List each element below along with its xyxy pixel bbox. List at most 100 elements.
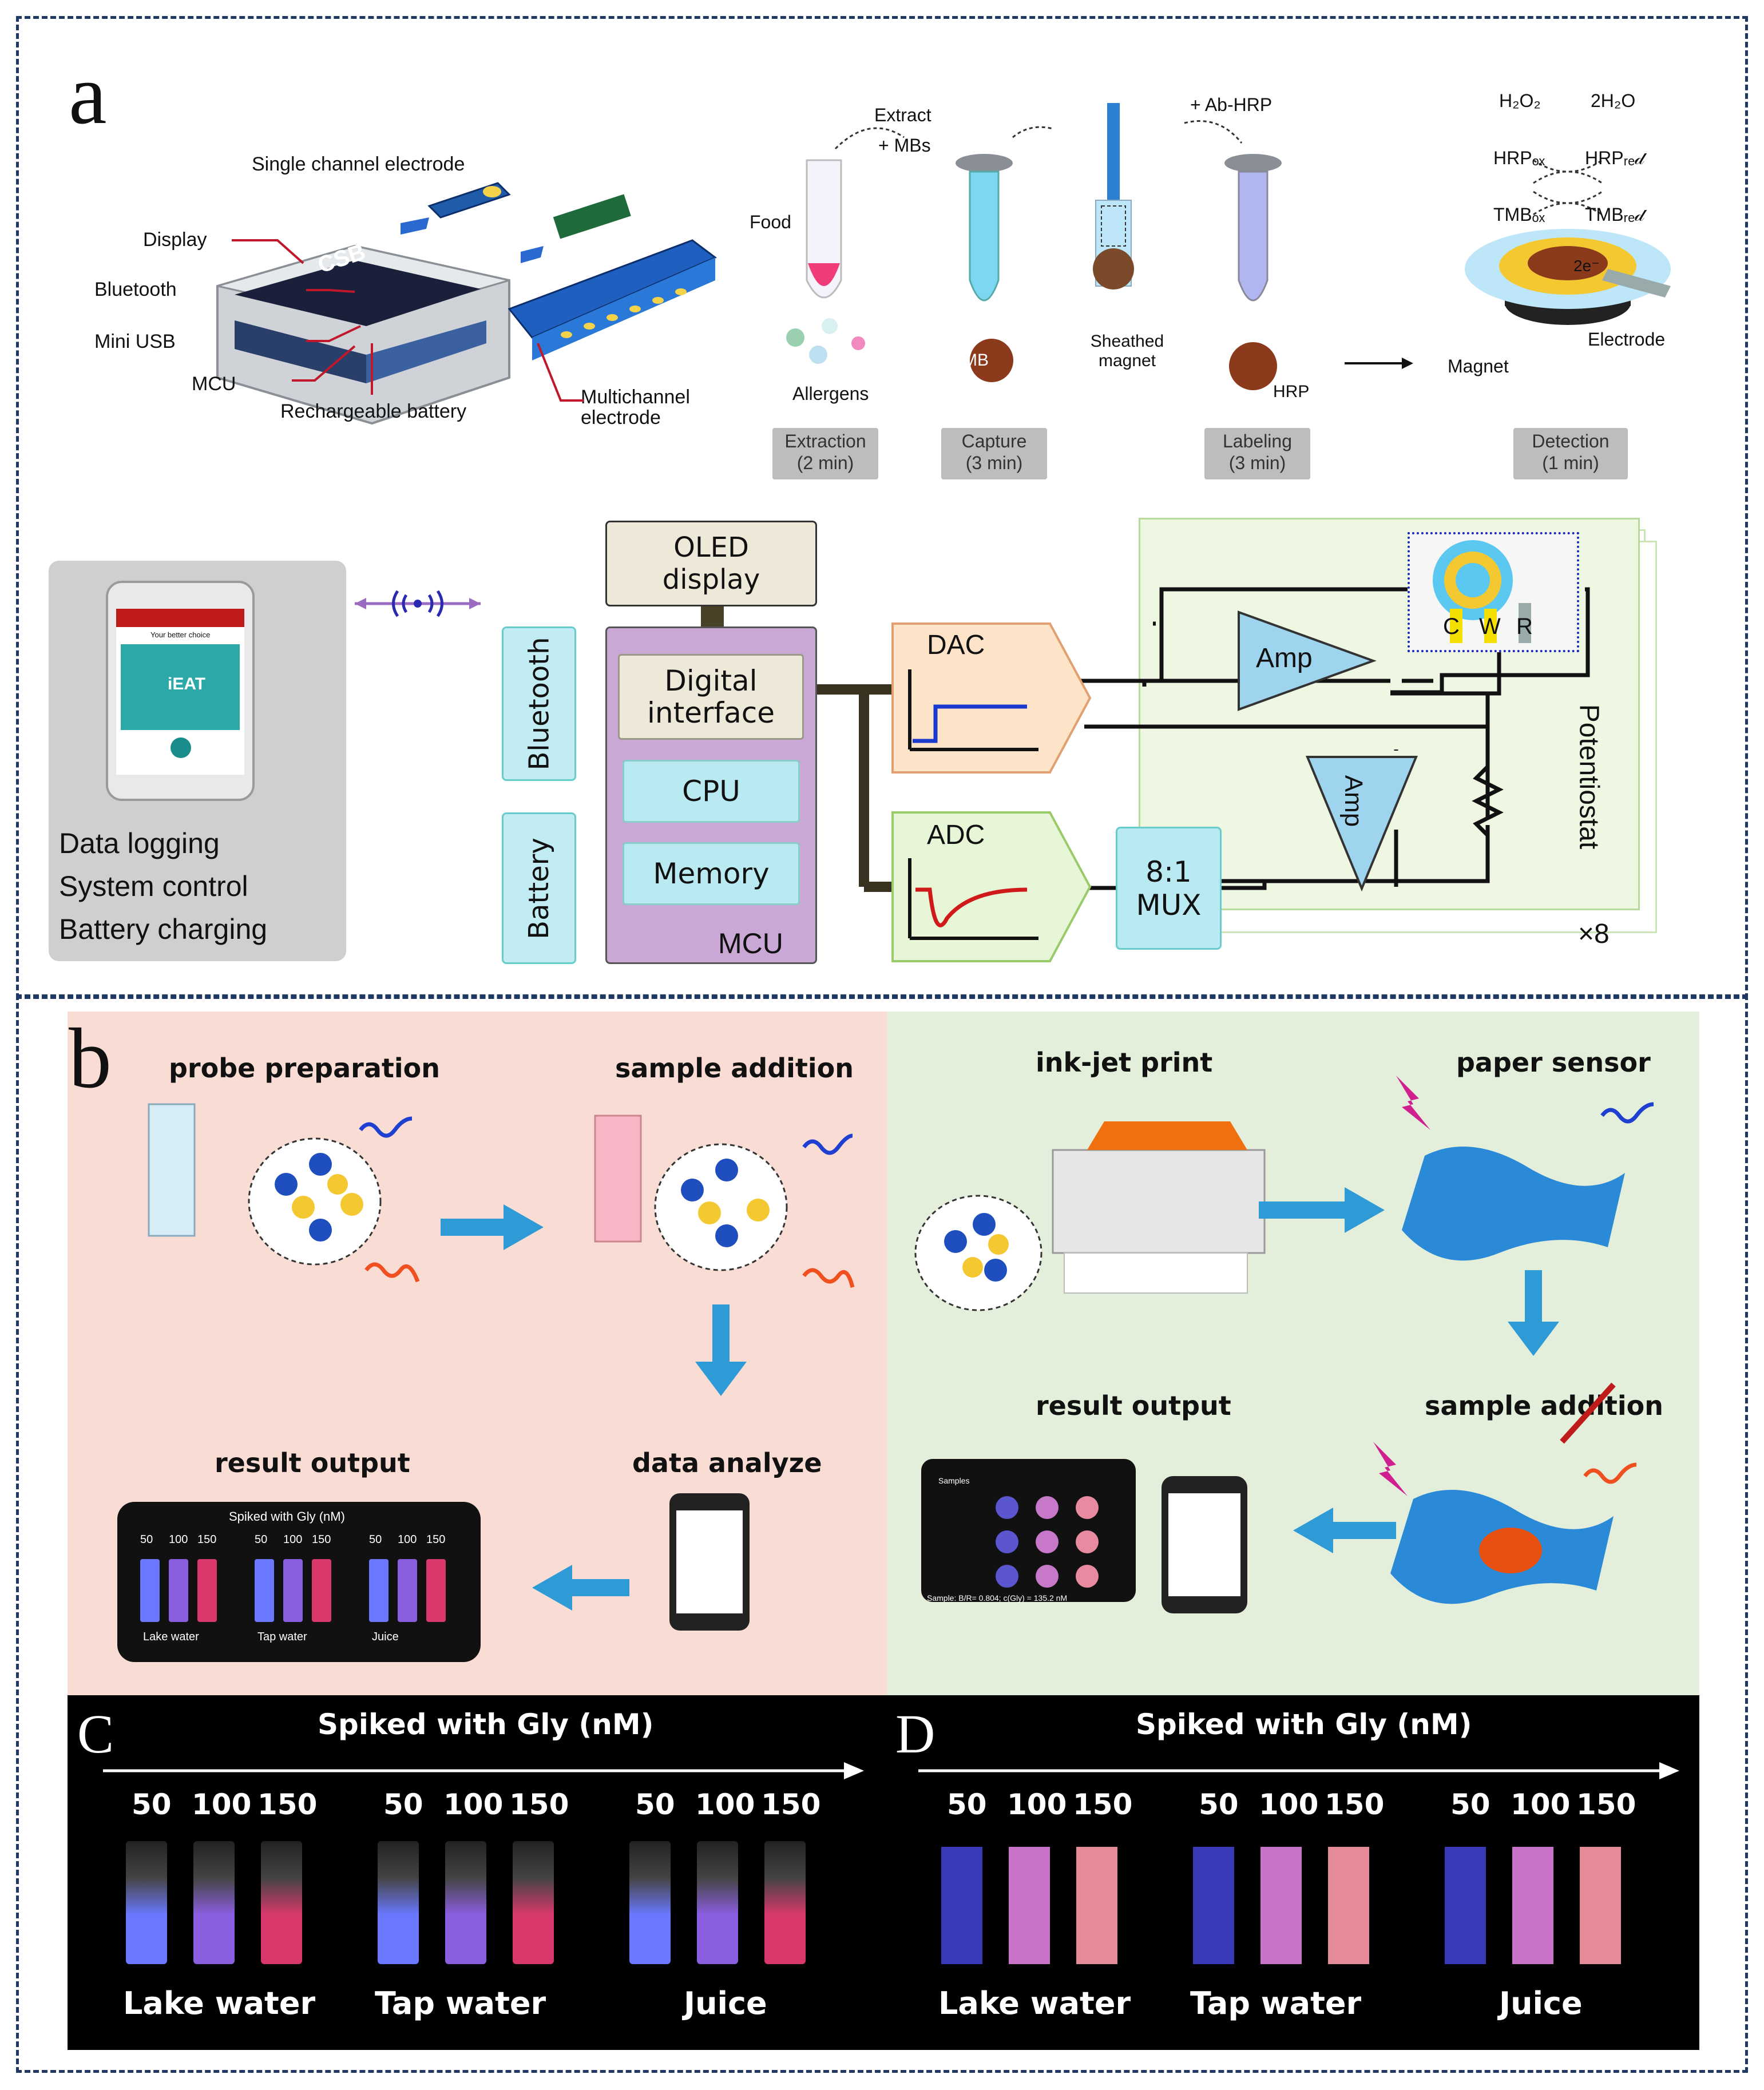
- electrode-r: R: [1516, 614, 1533, 639]
- sample-label: Lake water: [123, 1985, 316, 2021]
- concentration-label: 50: [1450, 1788, 1491, 1821]
- label-hrp-red: HRPᵣₑ𝒹: [1585, 148, 1644, 168]
- device-illustration: [212, 172, 727, 429]
- cpu-box: CPU: [623, 760, 800, 823]
- label-sheathed-magnet: Sheathed magnet: [1090, 332, 1164, 370]
- inkjet-print-title: ink-jet print: [1036, 1047, 1213, 1078]
- concentration-label: 100: [192, 1788, 252, 1821]
- concentration-label: 100: [443, 1788, 504, 1821]
- step-detection: Detection (1 min): [1513, 428, 1628, 479]
- sample-label: Tap water: [375, 1985, 546, 2021]
- concentration-label: 50: [635, 1788, 675, 1821]
- cuvette-vial: [193, 1841, 235, 1964]
- panel-d-letter: D: [895, 1703, 935, 1764]
- memory-box: Memory: [623, 842, 800, 905]
- device-callout-lines: [232, 239, 584, 402]
- smartphone: Your better choice iEAT: [106, 581, 255, 801]
- panel-c-title: Spiked with Gly (nM): [318, 1708, 654, 1741]
- phone-line-3: Battery charging: [59, 913, 268, 945]
- step-capture: Capture (3 min): [941, 428, 1047, 479]
- paper-strip: [1445, 1847, 1486, 1964]
- cuvette-vial: [764, 1841, 806, 1964]
- concentration-label: 150: [1325, 1788, 1385, 1821]
- app-header: Your better choice: [150, 630, 211, 639]
- dac-block: [891, 622, 1092, 774]
- label-ab-hrp: + Ab-HRP: [1190, 94, 1273, 115]
- mux-box: 8:1 MUX: [1116, 827, 1222, 950]
- mini-concentration-label: 150: [197, 1533, 217, 1546]
- label-tmb-red: TMBᵣₑ𝒹: [1585, 204, 1644, 225]
- paper-strip: [1512, 1847, 1553, 1964]
- step-time: (3 min): [1228, 453, 1286, 473]
- paper-strip: [1328, 1847, 1369, 1964]
- label-extract: Extract: [874, 105, 931, 125]
- panel-d-arrow: [918, 1762, 1679, 1779]
- paper-sensor-title: paper sensor: [1456, 1047, 1651, 1078]
- paper-strip: [1009, 1847, 1050, 1964]
- sample-label: Lake water: [938, 1985, 1131, 2021]
- cuvette-vial: [378, 1841, 419, 1964]
- assay-illustration: [744, 92, 1688, 412]
- dac-label: DAC: [927, 630, 985, 660]
- mini-vial: [283, 1559, 303, 1622]
- result-screen-left-title: Spiked with Gly (nM): [229, 1509, 345, 1524]
- mini-vial: [169, 1559, 188, 1622]
- mini-vial: [426, 1559, 446, 1622]
- concentration-label: 50: [132, 1788, 172, 1821]
- panel-b-right-illustration: [914, 1076, 1654, 1613]
- sample-addition-title-left: sample addition: [615, 1053, 854, 1084]
- label-mb: MB: [963, 351, 989, 370]
- paper-strip: [1260, 1847, 1302, 1964]
- result-table-dots: [984, 1496, 1121, 1593]
- step-name: Capture: [961, 431, 1027, 451]
- label-allergens: Allergens: [792, 383, 869, 404]
- app-header-bar: [116, 609, 244, 627]
- data-analyze-title: data analyze: [632, 1447, 822, 1478]
- result-table-samples-header: Samples: [938, 1476, 970, 1485]
- label-tmb-ox: TMBₒₓ: [1493, 204, 1545, 225]
- label-hrp: HRP: [1273, 382, 1310, 401]
- result-text-right: Sample: B/R= 0.804; c(Gly) = 135.2 nM: [927, 1593, 1068, 1603]
- label-mcu: MCU: [192, 373, 236, 395]
- mini-concentration-label: 150: [426, 1533, 446, 1546]
- concentration-label: 50: [947, 1788, 987, 1821]
- electrode-c: C: [1443, 614, 1460, 639]
- label-2e: 2e⁻: [1573, 257, 1600, 275]
- mini-vial: [255, 1559, 274, 1622]
- label-single-channel: Single channel electrode: [252, 153, 465, 175]
- mini-sample-label: Tap water: [257, 1631, 307, 1643]
- cuvette-vial: [445, 1841, 486, 1964]
- mini-vial: [312, 1559, 331, 1622]
- mini-concentration-label: 50: [369, 1533, 382, 1546]
- electrode-box: [1408, 532, 1579, 652]
- concentration-label: 100: [1007, 1788, 1067, 1821]
- step-name: Extraction: [784, 431, 866, 451]
- electrode-w: W: [1479, 614, 1501, 639]
- label-bluetooth: Bluetooth: [94, 279, 177, 300]
- mini-concentration-label: 150: [312, 1533, 331, 1546]
- mini-vial: [140, 1559, 160, 1622]
- mcu-label: MCU: [718, 927, 783, 959]
- sample-addition-title-right: sample addition: [1425, 1390, 1664, 1421]
- result-table-right: [921, 1459, 1136, 1602]
- result-output-title-left: result output: [215, 1447, 410, 1478]
- cuvette-vial: [126, 1841, 167, 1964]
- concentration-label: 50: [383, 1788, 423, 1821]
- panel-c-arrow: [103, 1762, 864, 1779]
- panel-b-frame: [16, 994, 1748, 2073]
- panel-d-title: Spiked with Gly (nM): [1136, 1708, 1472, 1741]
- bluetooth-box: Bluetooth: [502, 626, 576, 781]
- label-magnet: Magnet: [1448, 356, 1509, 376]
- concentration-label: 50: [1199, 1788, 1239, 1821]
- step-time: (2 min): [796, 453, 854, 473]
- paper-strip: [941, 1847, 982, 1964]
- cuvette-vial: [513, 1841, 554, 1964]
- panel-b-left-illustration: [148, 1103, 855, 1631]
- concentration-label: 150: [1576, 1788, 1636, 1821]
- panel-c-letter: C: [77, 1703, 114, 1764]
- cuvette-vial: [697, 1841, 738, 1964]
- result-output-title-right: result output: [1036, 1390, 1231, 1421]
- cuvette-vial: [629, 1841, 671, 1964]
- phone-screen: Your better choice iEAT: [116, 609, 244, 775]
- potentiostat-label: Potentiostat: [1573, 704, 1604, 850]
